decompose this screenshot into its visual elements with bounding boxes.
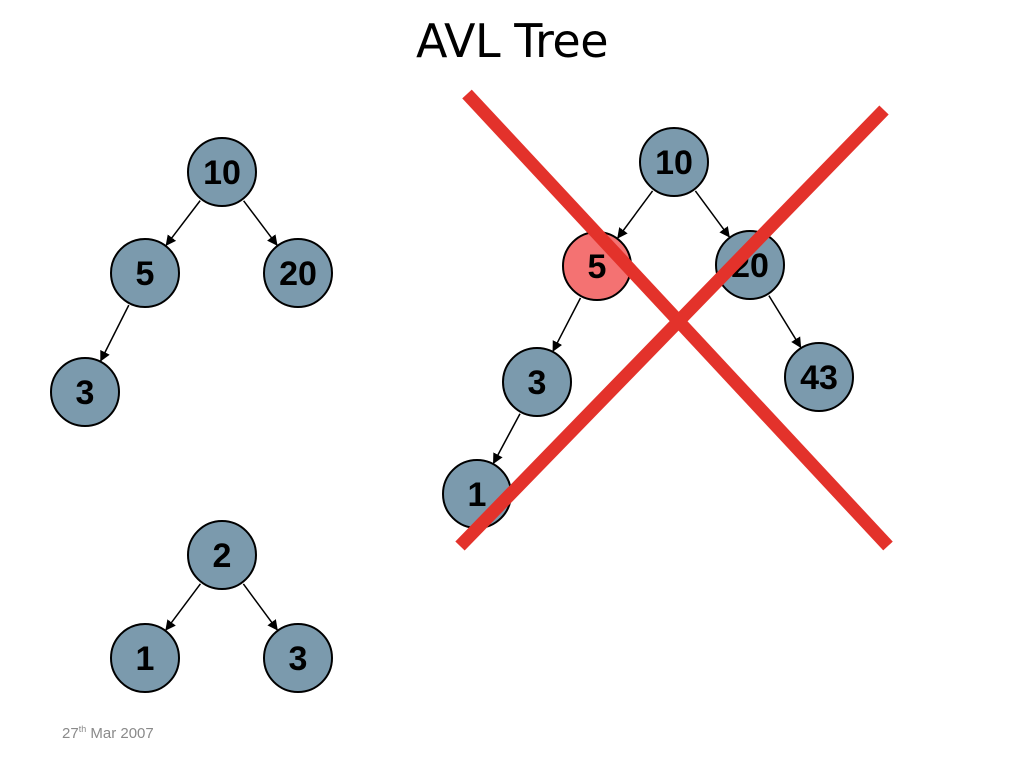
- node-circle: [263, 238, 333, 308]
- node-circle: [50, 357, 120, 427]
- node-circle: [110, 238, 180, 308]
- edge-a5-a3: [100, 304, 130, 362]
- node-label: 2: [213, 537, 232, 575]
- tree-node-a10: 10: [187, 137, 257, 207]
- edge-b2-b3: [242, 583, 278, 631]
- node-label: 43: [800, 359, 838, 397]
- edge-c5-c3: [552, 297, 582, 352]
- node-label: 3: [289, 640, 308, 678]
- tree-node-b2: 2: [187, 520, 257, 590]
- edge-c20-c43: [768, 295, 802, 349]
- node-circle: [715, 230, 785, 300]
- node-label: 1: [136, 640, 155, 678]
- tree-node-c43: 43: [784, 342, 854, 412]
- edge-a10-a20: [243, 200, 278, 246]
- tree-node-a5: 5: [110, 238, 180, 308]
- slide-title: AVL Tree: [415, 14, 609, 68]
- tree-node-c3: 3: [502, 347, 572, 417]
- node-label: 5: [136, 255, 155, 293]
- node-label: 3: [528, 364, 547, 402]
- node-circle: [263, 623, 333, 693]
- node-label: 5: [588, 248, 607, 286]
- node-circle: [502, 347, 572, 417]
- node-circle: [187, 520, 257, 590]
- node-label: 1: [468, 476, 487, 514]
- slide-footer-date: 27th Mar 2007: [62, 724, 154, 742]
- tree-node-b1: 1: [110, 623, 180, 693]
- node-label: 3: [76, 374, 95, 412]
- tree-node-c1: 1: [442, 459, 512, 529]
- node-circle: [187, 137, 257, 207]
- node-label: 10: [203, 154, 241, 192]
- tree-node-a20: 20: [263, 238, 333, 308]
- edge-c10-c5: [617, 190, 654, 239]
- edge-b2-b1: [165, 583, 202, 631]
- edge-c3-c1: [492, 413, 521, 465]
- node-circle: [110, 623, 180, 693]
- cross-out-stroke-2: [455, 105, 889, 551]
- node-circle: [784, 342, 854, 412]
- edge-c10-c20: [694, 190, 730, 238]
- tree-node-a3: 3: [50, 357, 120, 427]
- node-circle: [639, 127, 709, 197]
- node-label: 10: [655, 144, 693, 182]
- tree-node-c10: 10: [639, 127, 709, 197]
- tree-node-b3: 3: [263, 623, 333, 693]
- node-label: 20: [279, 255, 317, 293]
- edge-a10-a5: [165, 200, 201, 247]
